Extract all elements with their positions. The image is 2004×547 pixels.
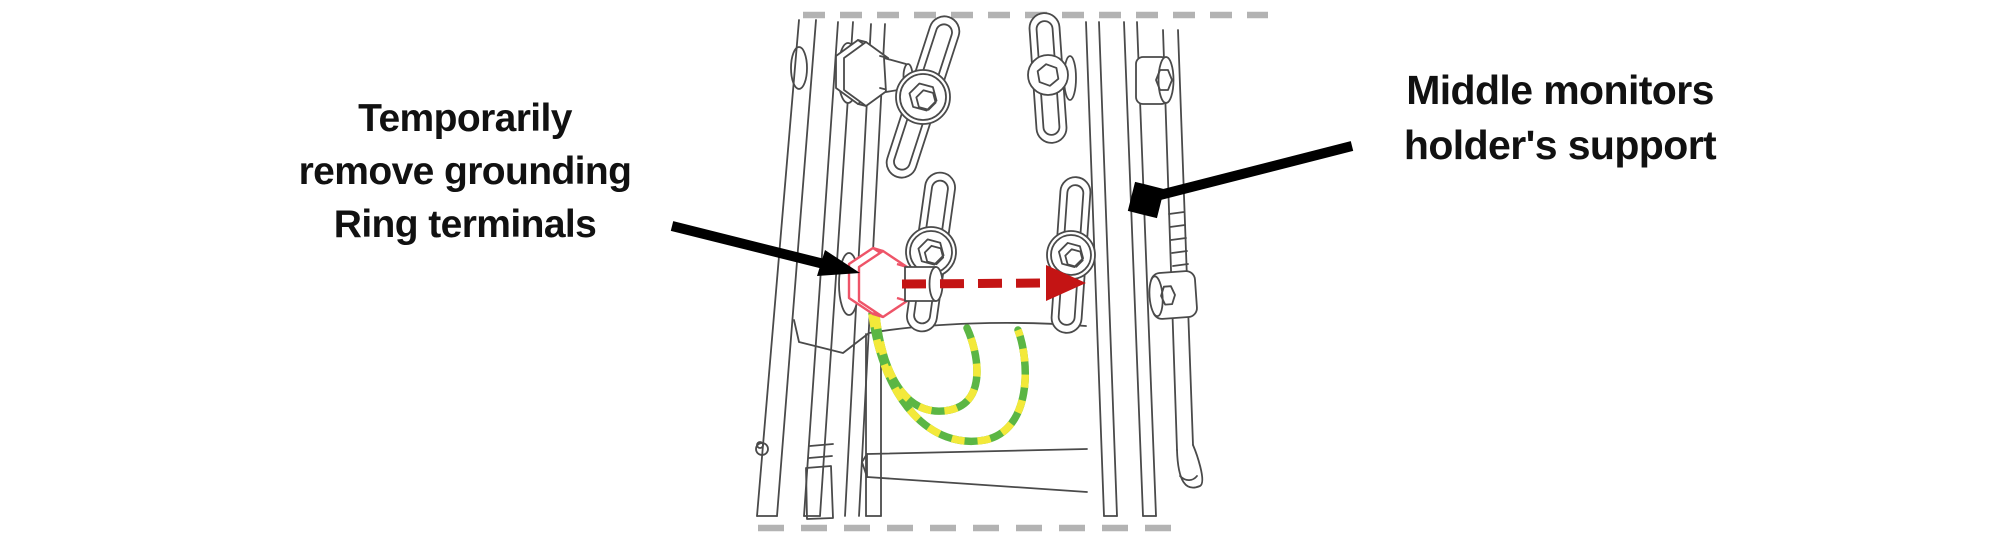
socket-bolt-middle-right	[1148, 270, 1198, 320]
right-callout-arrow	[1127, 141, 1354, 219]
back-plate	[793, 319, 1087, 517]
socket-bolt-top-right	[1135, 56, 1175, 105]
wing-bolt-top-center	[885, 15, 961, 179]
hex-nut-top-left	[835, 39, 914, 107]
left-callout-arrow	[670, 221, 860, 276]
right-legs	[1085, 21, 1204, 517]
label-line: holder's support	[1403, 122, 1717, 168]
wing-bolt-middle-right	[1046, 176, 1096, 334]
left-callout-label: Temporarily remove grounding Ring termin…	[245, 92, 685, 251]
grounding-wires	[868, 310, 1029, 445]
grounding-ring-terminal-highlight	[838, 246, 944, 319]
cross-bar	[861, 448, 1088, 493]
wing-bolt-middle-left	[905, 171, 957, 333]
label-line: Ring terminals	[333, 203, 597, 246]
wing-bolt-top-right	[1027, 12, 1077, 144]
right-callout-label: Middle monitors holder's support	[1336, 63, 1784, 173]
label-line: remove grounding	[298, 150, 632, 193]
label-line: Middle monitors	[1406, 67, 1714, 113]
relocation-arrow	[901, 265, 1086, 301]
label-line: Temporarily	[358, 97, 572, 140]
